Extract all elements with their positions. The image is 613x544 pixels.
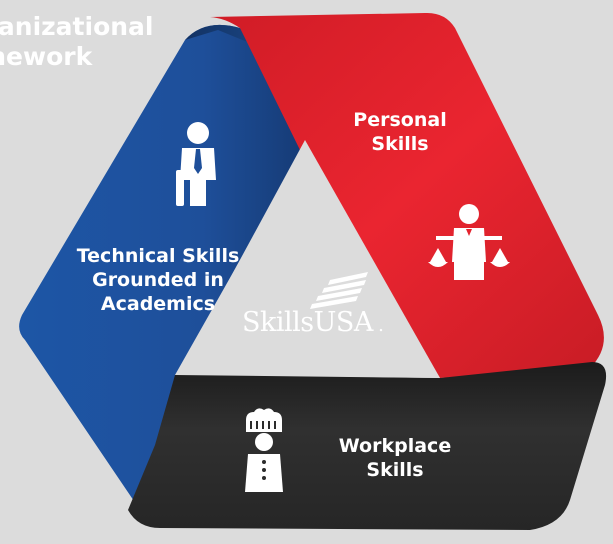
personal-line-1: Personal (353, 109, 447, 131)
technical-skills-label: Technical Skills Grounded in Academics (68, 244, 248, 316)
personal-skills-label: Personal Skills (340, 108, 460, 156)
chef-icon (245, 408, 283, 492)
technical-band (19, 24, 326, 510)
workplace-line-1: Workplace (338, 435, 452, 457)
technician-with-tie-icon (176, 122, 216, 206)
technical-line-3: Academics (100, 293, 216, 315)
skillsusa-logo: SkillsUSA . (242, 307, 384, 338)
person-with-scales-icon (428, 204, 510, 280)
inner-triangle (178, 140, 440, 378)
skillsusa-flag-icon (310, 272, 368, 309)
workplace-line-2: Skills (366, 459, 424, 481)
personal-line-2: Skills (371, 133, 429, 155)
skillsusa-logo-text: SkillsUSA (242, 307, 373, 338)
personal-band (210, 12, 604, 379)
technical-line-1: Technical Skills (76, 245, 240, 267)
page-title-line-1: ganizational (0, 12, 154, 41)
technical-line-2: Grounded in (92, 269, 224, 291)
workplace-skills-label: Workplace Skills (330, 434, 460, 482)
page-title-line-2: mework (0, 42, 93, 71)
logo-period: . (372, 315, 384, 336)
